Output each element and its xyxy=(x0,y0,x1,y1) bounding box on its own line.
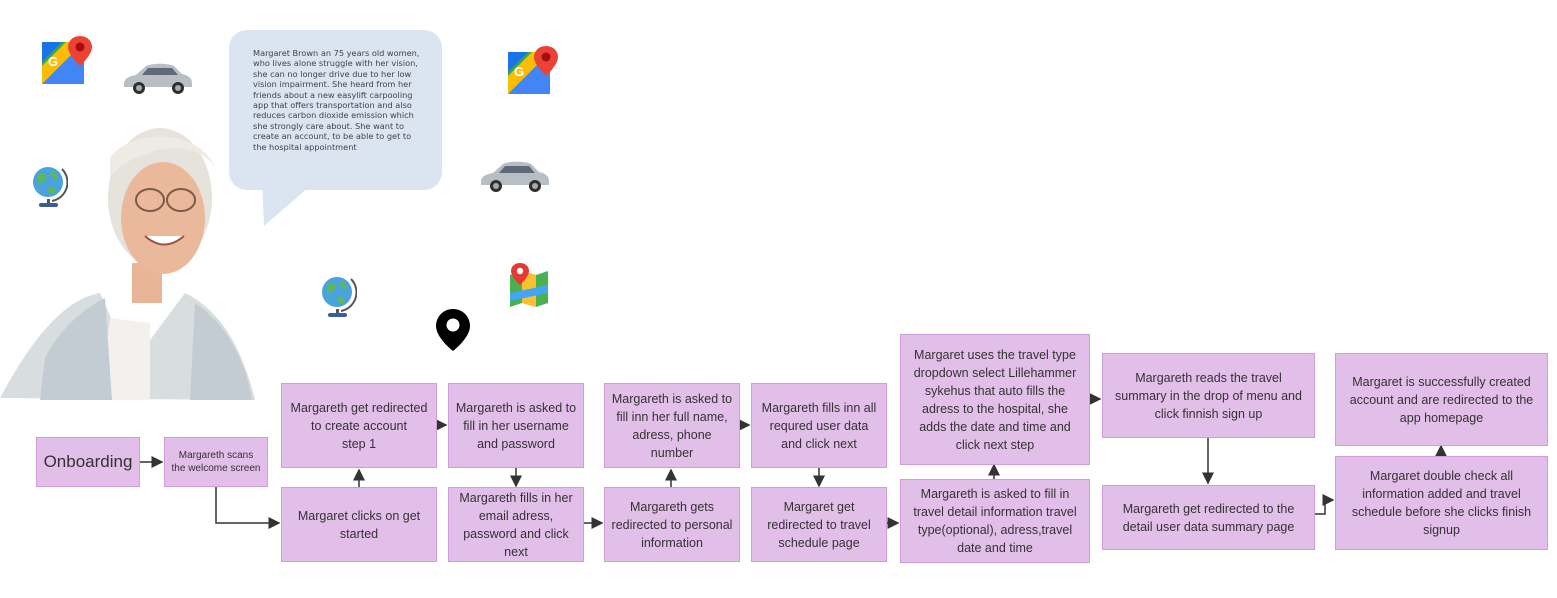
persona-photo xyxy=(0,128,255,400)
google-maps-icon: G xyxy=(42,36,92,84)
onboarding-node: Onboarding xyxy=(36,437,140,487)
svg-text:G: G xyxy=(48,54,58,69)
step-read-travel-summary: Margareth reads the travel summary in th… xyxy=(1102,353,1315,438)
step-asked-personal-info: Margareth is asked to fill inn her full … xyxy=(604,383,740,468)
step-click-get-started: Margaret clicks on get started xyxy=(281,487,437,562)
edge-n1-n2 xyxy=(215,487,281,529)
step-fill-user-data: Margareth fills inn all requred user dat… xyxy=(751,383,887,468)
edge-n13-n14 xyxy=(1315,494,1335,515)
car-icon xyxy=(481,161,549,192)
step-redirect-personal-info: Margareth gets redirected to personal in… xyxy=(604,487,740,562)
step-account-created: Margaret is successfully created account… xyxy=(1335,353,1548,446)
step-asked-travel-details: Margareth is asked to fill in travel det… xyxy=(900,479,1090,563)
step-double-check: Margaret double check all information ad… xyxy=(1335,456,1548,550)
step-travel-type-dropdown: Margaret uses the travel type dropdown s… xyxy=(900,334,1090,465)
step-asked-username-password: Margareth is asked to fill in her userna… xyxy=(448,383,584,468)
globe-icon xyxy=(322,277,357,317)
google-maps-icon: G xyxy=(508,46,558,94)
step-fill-email-password: Margareth fills in her email adress, pas… xyxy=(448,487,584,562)
persona-speech-bubble: Margaret Brown an 75 years old women, wh… xyxy=(229,30,442,190)
step-redirect-summary-page: Margareth get redirected to the detail u… xyxy=(1102,485,1315,550)
car-icon xyxy=(124,63,192,94)
step-scan-welcome: Margareth scans the welcome screen xyxy=(164,437,268,487)
map-icon xyxy=(510,263,548,307)
svg-text:G: G xyxy=(514,64,524,79)
step-redirect-travel-schedule: Margaret get redirected to travel schedu… xyxy=(751,487,887,562)
step-redirect-create-account: Margareth get redirected to create accou… xyxy=(281,383,437,468)
globe-icon xyxy=(33,167,68,207)
persona-story: Margaret Brown an 75 years old women, wh… xyxy=(253,48,420,152)
location-pin-icon xyxy=(436,309,470,351)
